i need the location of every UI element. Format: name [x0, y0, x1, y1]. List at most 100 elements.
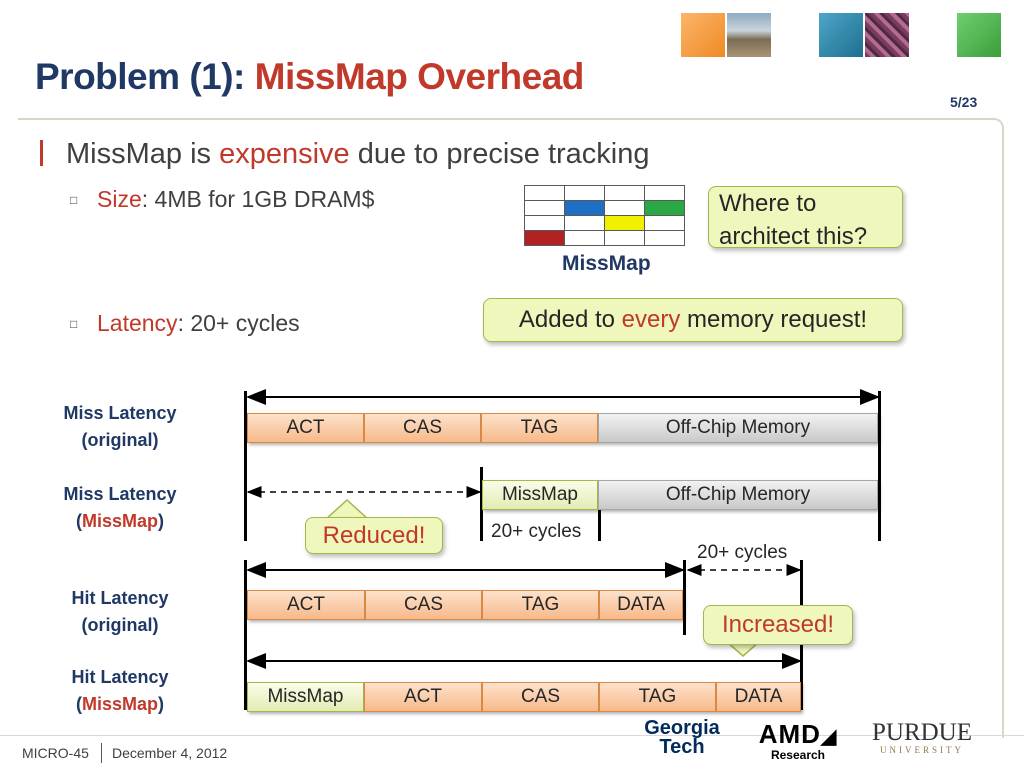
missmap-grid-row — [524, 200, 685, 216]
row-label-line1: Miss Latency — [63, 403, 177, 423]
logo-gt-line1: Georgia — [644, 717, 720, 739]
row-label-hit-original: Hit Latency (original) — [35, 585, 205, 639]
size-text: : 4MB for 1GB DRAM$ — [141, 186, 375, 212]
logo-purdue-sub: UNIVERSITY — [880, 745, 964, 755]
georgia-tech-logo: Georgia Tech — [636, 717, 728, 758]
seg-cas: CAS — [482, 682, 599, 712]
where-callout: Where to architect this? — [708, 186, 903, 250]
seg-tag: TAG — [599, 682, 716, 712]
missmap-grid-row — [524, 185, 685, 201]
segments-hit-original: ACT CAS TAG DATA — [247, 590, 684, 620]
missmap-grid-cell — [604, 230, 645, 246]
row-label-highlight: MissMap — [81, 511, 159, 531]
seg-cas: CAS — [364, 413, 481, 443]
reduced-text: Reduced! — [322, 522, 426, 549]
vline-left-bottom — [244, 560, 247, 710]
footer-conference: MICRO-45 — [22, 745, 89, 761]
row-label-line1: Hit Latency — [71, 667, 169, 687]
missmap-grid-cell — [644, 185, 685, 201]
seg-missmap: MissMap — [247, 682, 364, 712]
seg-missmap: MissMap — [482, 480, 598, 510]
row-label-miss-original: Miss Latency (original) — [35, 400, 205, 454]
vline-data-end — [683, 560, 686, 635]
header-square-green — [957, 13, 1001, 57]
vline-missmap-boundary — [480, 467, 483, 541]
seg-data: DATA — [599, 590, 683, 620]
row-label-hit-missmap: Hit Latency (MissMap) — [35, 664, 205, 718]
missmap-grid-cell — [564, 185, 605, 201]
row-label-miss-missmap: Miss Latency (MissMap) — [35, 481, 205, 535]
missmap-grid-cell — [604, 200, 645, 216]
row-label-line2: (MissMap) — [75, 694, 165, 714]
bullet-bar — [40, 140, 43, 166]
header-photo-building — [727, 13, 771, 57]
missmap-grid-row — [524, 230, 685, 246]
missmap-grid-row — [524, 215, 685, 231]
seg-data: DATA — [716, 682, 801, 712]
header-square-orange — [681, 13, 725, 57]
cycles-label-b: 20+ cycles — [697, 542, 788, 563]
footer-divider — [101, 743, 102, 763]
amd-arrow-icon: ◢ — [820, 726, 838, 748]
header-photo-chip — [865, 13, 909, 57]
size-bullet-icon: □ — [70, 193, 78, 207]
increased-text: Increased! — [721, 611, 835, 638]
latency-label: Latency — [97, 310, 178, 336]
segments-hit-missmap: MissMap ACT CAS TAG DATA — [247, 682, 802, 712]
purdue-logo: PURDUE UNIVERSITY — [872, 719, 973, 755]
increased-callout: Increased! — [703, 605, 853, 645]
missmap-grid-cell — [644, 230, 685, 246]
seg-act: ACT — [247, 413, 364, 443]
logo-amd: AMD◢ — [758, 719, 838, 749]
vline-tag-boundary — [598, 510, 601, 541]
main-bullet-pre: MissMap is — [66, 138, 220, 170]
seg-cas: CAS — [365, 590, 482, 620]
where-callout-text: Where to architect this? — [719, 190, 868, 250]
seg-tag: TAG — [482, 590, 599, 620]
added-pre: Added to — [518, 306, 622, 333]
row-label-line2: (original) — [81, 615, 159, 635]
added-highlight: every — [621, 306, 681, 333]
seg-tag: TAG — [481, 413, 598, 443]
seg-offchip: Off-Chip Memory — [598, 480, 878, 510]
main-bullet: MissMap is expensive due to precise trac… — [66, 138, 650, 171]
logo-gt-line2: Tech — [659, 736, 705, 758]
latency-bullet-icon: □ — [70, 317, 78, 331]
missmap-grid-cell — [524, 200, 565, 216]
segments-miss-missmap: MissMap Off-Chip Memory — [482, 480, 879, 510]
segments-miss-original: ACT CAS TAG Off-Chip Memory — [247, 413, 879, 443]
row-label-line2: (MissMap) — [75, 511, 165, 531]
reduced-callout: Reduced! — [305, 517, 443, 554]
missmap-grid-cell — [564, 230, 605, 246]
missmap-grid-label: MissMap — [562, 252, 651, 275]
missmap-grid-cell — [644, 200, 685, 216]
row-label-line2: (original) — [81, 430, 159, 450]
added-callout: Added to every memory request! — [483, 298, 903, 342]
seg-offchip: Off-Chip Memory — [598, 413, 878, 443]
footer-line — [0, 735, 1024, 736]
missmap-grid-cell — [524, 230, 565, 246]
title-prefix: Problem (1): — [35, 56, 255, 97]
vline-left-top — [244, 391, 247, 541]
missmap-grid-cell — [524, 215, 565, 231]
size-bullet: Size: 4MB for 1GB DRAM$ — [97, 186, 374, 213]
row-label-line1: Miss Latency — [63, 484, 177, 504]
logo-purdue: PURDUE — [872, 719, 973, 746]
size-label: Size — [97, 186, 142, 212]
title-highlight: MissMap Overhead — [254, 56, 585, 97]
seg-act: ACT — [364, 682, 482, 712]
row-label-line1: Hit Latency — [71, 588, 169, 608]
missmap-grid-cell — [604, 215, 645, 231]
missmap-grid-cell — [604, 185, 645, 201]
latency-text: : 20+ cycles — [177, 310, 300, 336]
main-bullet-highlight: expensive — [219, 138, 350, 170]
vline-right-top — [878, 391, 881, 541]
footer-date: December 4, 2012 — [112, 745, 228, 761]
row-label-highlight: MissMap — [81, 694, 159, 714]
header-square-teal — [819, 13, 863, 57]
added-post: memory request! — [680, 306, 868, 333]
page-number: 5/23 — [950, 94, 978, 110]
missmap-grid — [524, 185, 685, 246]
content-frame — [18, 118, 1004, 738]
